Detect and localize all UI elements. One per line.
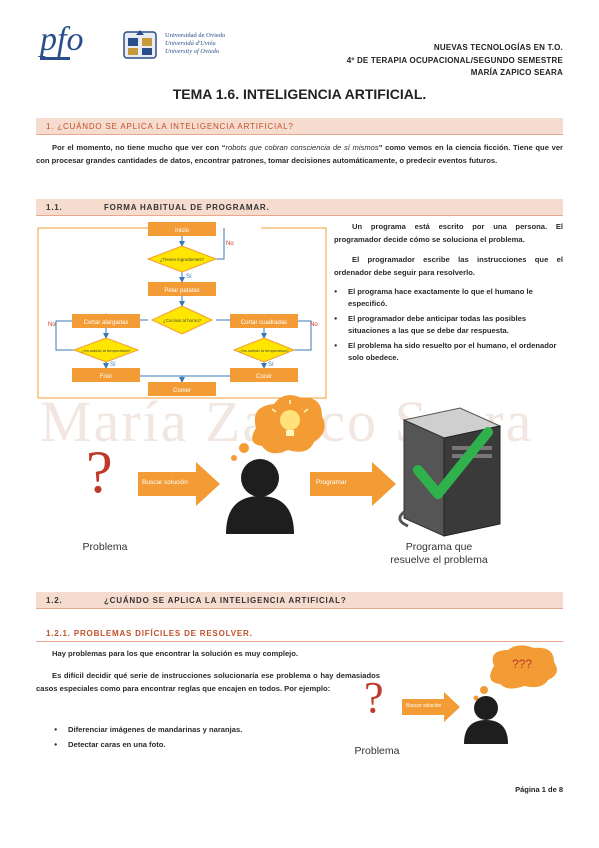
list-item: Diferenciar imágenes de mandarinas y nar… bbox=[54, 724, 334, 737]
flow-loop-line bbox=[37, 227, 327, 399]
flow-decision-right bbox=[232, 337, 296, 363]
section-1-2-heading: 1.2. ¿CUÁNDO SE APLICA LA INTELIGENCIA AR… bbox=[36, 592, 563, 609]
arrow-programar-label: Programar bbox=[316, 479, 347, 486]
section-1-1-paragraph-2: El programador escribe las instrucciones… bbox=[334, 254, 563, 278]
section-1-heading: 1. ¿CUÁNDO SE APLICA LA INTELIGENCIA ART… bbox=[36, 118, 563, 135]
page-title: TEMA 1.6. INTELIGENCIA ARTIFICIAL. bbox=[172, 86, 427, 102]
university-line: Universidá d'Uviéu bbox=[165, 40, 216, 47]
question-mark-icon: ? bbox=[364, 673, 384, 722]
flow-cortar-left-label: Cortar alargadas bbox=[84, 320, 129, 326]
flow-box-cortar-left bbox=[72, 314, 140, 328]
flow-decision-mid-label: ¿Cocinar al horno? bbox=[163, 318, 202, 323]
pfo-logo-text: pfo bbox=[40, 21, 84, 58]
section-1-1-bullets: El programa hace exactamente lo que el h… bbox=[334, 286, 563, 365]
flow-decision-left-label: ¿Ha subido la temperatura? bbox=[81, 348, 131, 353]
pfo-logo: pfo bbox=[40, 22, 102, 64]
arrow-small-label: Buscar solución bbox=[406, 703, 442, 709]
section-1-1-heading: 1.1. FORMA HABITUAL DE PROGRAMAR. bbox=[36, 199, 563, 216]
flow-freir-label: Freír bbox=[100, 374, 113, 380]
flow-pelar-label: Pelar patatas bbox=[164, 288, 199, 294]
section-1-2-number: 1.2. bbox=[46, 596, 63, 605]
university-name: Universidad de Oviedo Universidá d'Uviéu… bbox=[165, 32, 225, 56]
university-line: Universidad de Oviedo bbox=[165, 32, 226, 39]
question-mark-icon: ? bbox=[86, 439, 113, 505]
arrow-programar: Programar bbox=[310, 462, 396, 511]
list-item: El programa hace exactamente lo que el h… bbox=[334, 286, 563, 311]
caption-programa: Programa que resuelve el problema bbox=[374, 541, 504, 567]
section-1-1-paragraph-1: Un programa está escrito por una persona… bbox=[334, 222, 563, 245]
arrow-buscar-solucion: Buscar solución bbox=[138, 462, 220, 511]
university-line: University of Oviedo bbox=[165, 48, 220, 55]
flowchart: Inicio ¿Tienes ingredientes? Pelar patat… bbox=[37, 222, 327, 399]
course-info: NUEVAS TECNOLOGÍAS EN T.O. 4º DE TERAPIA… bbox=[347, 42, 563, 80]
caption-programa-line-1: Programa que bbox=[405, 541, 473, 553]
flow-comer-label: Comer bbox=[173, 388, 191, 394]
list-item: Detectar caras en una foto. bbox=[54, 739, 334, 752]
flow-decision-left bbox=[72, 337, 140, 363]
flow-no-label-top: No bbox=[226, 241, 234, 247]
section-1-1-number: 1.1. bbox=[46, 203, 63, 212]
arrow-buscar-solucion-label: Buscar solución bbox=[142, 479, 188, 486]
programmer-thinking-icon bbox=[226, 395, 325, 534]
course-name: NUEVAS TECNOLOGÍAS EN T.O. bbox=[433, 43, 563, 52]
flow-cortar-right-label: Cortar cuadradas bbox=[241, 320, 287, 326]
flow-si-label-top: Sí bbox=[186, 274, 192, 280]
university-logo bbox=[120, 26, 160, 67]
section-1-text-a: Por el momento, no tiene mucho que ver c… bbox=[52, 143, 226, 152]
caption-problema: Problema bbox=[82, 541, 128, 553]
section-1-1-title: FORMA HABITUAL DE PROGRAMAR. bbox=[104, 203, 270, 212]
list-item: El problema ha sido resuelto por el huma… bbox=[334, 340, 563, 365]
flow-no-label-left: No bbox=[48, 322, 56, 328]
section-1-2-1-paragraph-2: Es difícil decidir qué serie de instrucc… bbox=[36, 671, 380, 694]
flow-no-label-right: No bbox=[310, 322, 318, 328]
section-1-2-1-heading: 1.2.1. PROBLEMAS DIFÍCILES DE RESOLVER. bbox=[36, 625, 563, 642]
flow-box-cocer bbox=[230, 368, 298, 382]
person-confused-icon bbox=[464, 645, 557, 744]
section-1-1-text: Un programa está escrito por una persona… bbox=[334, 220, 563, 367]
flow-box-pelar bbox=[148, 282, 216, 296]
arrow-buscar-solucion-small: Buscar solución bbox=[402, 692, 460, 727]
university-crest-icon bbox=[123, 30, 157, 59]
computer-check-icon bbox=[398, 407, 502, 537]
section-1-text-b: ” como vemos en la ciencia ficción. Tien… bbox=[36, 143, 563, 166]
caption-problema-2: Problema bbox=[354, 745, 400, 757]
flow-decision-top-label: ¿Tienes ingredientes? bbox=[160, 257, 205, 262]
flow-box-cortar-right bbox=[230, 314, 298, 328]
flow-box-inicio bbox=[148, 222, 216, 236]
caption-programa-line-2: resuelve el problema bbox=[390, 554, 488, 566]
section-1-2-1-bullets: Diferenciar imágenes de mandarinas y nar… bbox=[54, 724, 334, 753]
section-1-2-1-paragraph-1: Hay problemas para los que encontrar la … bbox=[52, 649, 299, 658]
flow-si-label-left: Sí bbox=[110, 362, 116, 368]
pfo-logo-bar bbox=[40, 57, 70, 60]
flow-decision-top bbox=[146, 245, 218, 273]
thought-question-marks: ??? bbox=[512, 657, 533, 671]
author-name: MARÍA ZAPICO SEARA bbox=[470, 68, 563, 77]
flow-box-comer bbox=[148, 382, 216, 396]
course-year: 4º DE TERAPIA OCUPACIONAL/SEGUNDO SEMEST… bbox=[346, 55, 563, 65]
flow-decision-mid bbox=[150, 305, 214, 335]
flow-inicio-label: Inicio bbox=[175, 228, 190, 234]
page-number: Página 1 de 8 bbox=[515, 785, 563, 794]
section-1-2-title: ¿CUÁNDO SE APLICA LA INTELIGENCIA ARTIFI… bbox=[104, 596, 347, 605]
section-1-paragraph: Por el momento, no tiene mucho que ver c… bbox=[36, 141, 563, 168]
flow-cocer-label: Cocer bbox=[256, 374, 272, 380]
right-arrow-icon bbox=[138, 462, 220, 506]
flow-decision-right-label: ¿Ha subido la temperatura? bbox=[239, 348, 289, 353]
section-1-text-italic: robots que cobran consciencia de sí mism… bbox=[225, 143, 379, 152]
right-arrow-icon bbox=[402, 692, 460, 722]
flow-si-label-right: Sí bbox=[268, 362, 274, 368]
list-item: El programador debe anticipar todas las … bbox=[334, 313, 563, 338]
right-arrow-icon bbox=[310, 462, 396, 506]
flow-box-freir bbox=[72, 368, 140, 382]
